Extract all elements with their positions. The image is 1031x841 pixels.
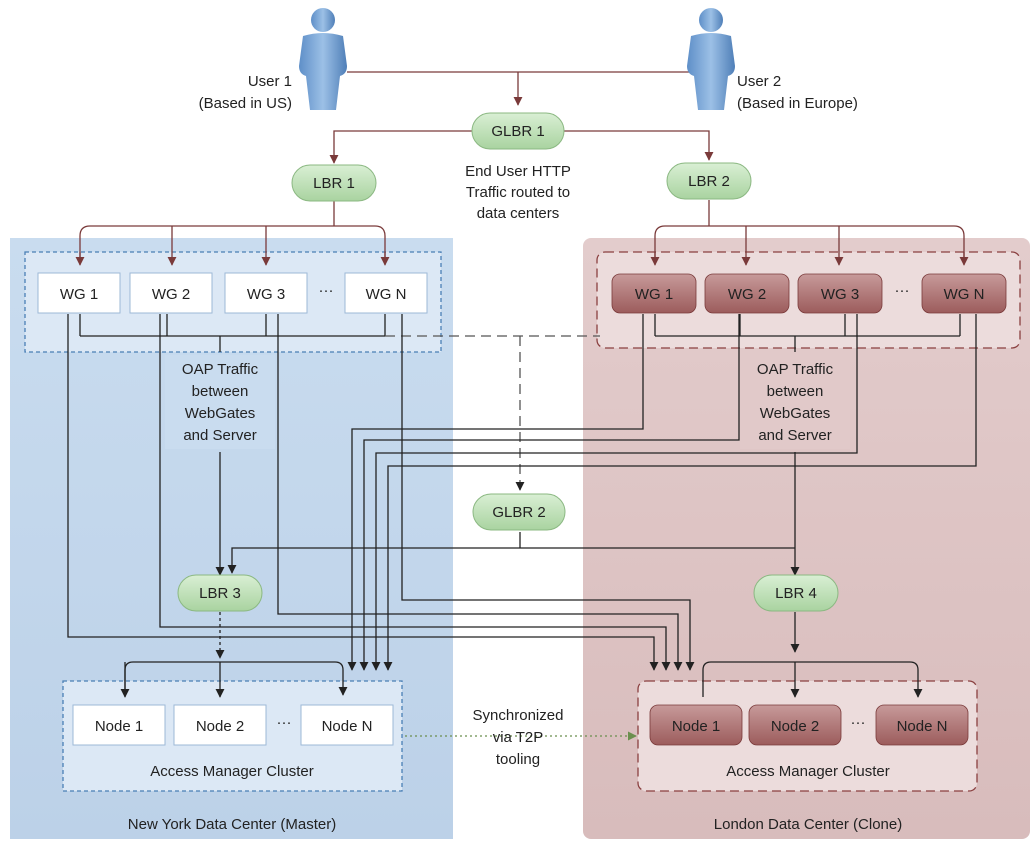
ny-node1-box: Node 1 [72, 704, 166, 746]
user1-name: User 1 [248, 73, 292, 90]
london-oap-line3: WebGates [760, 405, 831, 422]
london-node1-box: Node 1 [649, 704, 743, 746]
london-oap-line4: and Server [758, 427, 831, 444]
lbr4-node: LBR 4 [753, 574, 839, 612]
user2-name: User 2 [737, 73, 781, 90]
london-node-ellipsis: ··· [851, 714, 866, 731]
lbr2-node: LBR 2 [666, 162, 752, 200]
ny-wg3-label: WG 3 [247, 286, 285, 303]
ny-wg-ellipsis: ··· [319, 282, 334, 299]
ny-datacenter-label: New York Data Center (Master) [128, 816, 336, 833]
sync-note-line1: Synchronized [473, 707, 564, 724]
user2-location: (Based in Europe) [737, 95, 858, 112]
london-wg2-label: WG 2 [728, 286, 766, 303]
ny-node2-label: Node 2 [196, 718, 244, 735]
lbr4-label: LBR 4 [775, 585, 817, 602]
lbr1-node: LBR 1 [291, 164, 377, 202]
ny-oap-line3: WebGates [185, 405, 256, 422]
ny-wgn-to-london-cluster-line [401, 314, 695, 671]
london-datacenter-label: London Data Center (Clone) [714, 816, 902, 833]
ny-node1-label: Node 1 [95, 718, 143, 735]
london-wg3-box: WG 3 [797, 273, 883, 314]
london-wg2-box: WG 2 [704, 273, 790, 314]
sync-note-line3: tooling [496, 751, 540, 768]
glbr1-label: GLBR 1 [491, 123, 544, 140]
user1-figure-icon [299, 8, 347, 110]
ny-node2-box: Node 2 [173, 704, 267, 746]
lbr1-label: LBR 1 [313, 175, 355, 192]
london-wgn-label: WG N [944, 286, 985, 303]
london-oap-line2: between [767, 383, 824, 400]
london-noden-label: Node N [897, 718, 948, 735]
london-wg2-to-ny-cluster-line [359, 314, 740, 671]
london-node2-box: Node 2 [748, 704, 842, 746]
ny-wg1-box: WG 1 [37, 272, 121, 314]
glbr2-to-lbr3-arrow [227, 547, 520, 574]
london-wgn-box: WG N [921, 273, 1007, 314]
glbr1-to-lbr2-arrow [563, 130, 714, 161]
ny-node-ellipsis: ··· [277, 714, 292, 731]
traffic-note-line3: data centers [477, 205, 560, 222]
ny-wg2-to-london-cluster-line [159, 314, 671, 671]
ny-wgn-label: WG N [366, 286, 407, 303]
ny-wg2-box: WG 2 [129, 272, 213, 314]
sync-note-line2: via T2P [493, 729, 544, 746]
user1-location: (Based in US) [199, 95, 292, 112]
london-cluster-label: Access Manager Cluster [726, 763, 889, 780]
traffic-note-line2: Traffic routed to [466, 184, 570, 201]
london-wg3-to-ny-cluster-line [371, 314, 858, 671]
ny-wgn-box: WG N [344, 272, 428, 314]
ny-noden-box: Node N [300, 704, 394, 746]
ny-wg1-label: WG 1 [60, 286, 98, 303]
glbr1-node: GLBR 1 [471, 112, 565, 150]
london-node2-label: Node 2 [771, 718, 819, 735]
london-wg1-label: WG 1 [635, 286, 673, 303]
london-noden-box: Node N [875, 704, 969, 746]
lbr2-label: LBR 2 [688, 173, 730, 190]
glbr1-to-lbr1-arrow [329, 130, 473, 164]
london-wgn-to-ny-cluster-line [383, 314, 977, 671]
london-oap-note: OAP Traffic between WebGates and Server [740, 355, 850, 449]
london-wg1-box: WG 1 [611, 273, 697, 314]
london-node1-label: Node 1 [672, 718, 720, 735]
london-wg1-to-ny-cluster-line [347, 314, 644, 671]
london-wg3-label: WG 3 [821, 286, 859, 303]
ny-wg3-to-london-cluster-line [277, 314, 683, 671]
traffic-note-line1: End User HTTP [465, 163, 571, 180]
ny-wg2-label: WG 2 [152, 286, 190, 303]
lbr3-label: LBR 3 [199, 585, 241, 602]
ny-noden-label: Node N [322, 718, 373, 735]
user2-figure-icon [687, 8, 735, 110]
ny-oap-note: OAP Traffic between WebGates and Server [165, 355, 275, 449]
glbr2-node: GLBR 2 [472, 493, 566, 531]
london-oap-line1: OAP Traffic [757, 361, 834, 378]
ny-oap-line4: and Server [183, 427, 256, 444]
ny-wg1-to-london-cluster-line [67, 314, 659, 671]
ny-wg3-box: WG 3 [224, 272, 308, 314]
lbr3-node: LBR 3 [177, 574, 263, 612]
ny-oap-line2: between [192, 383, 249, 400]
ny-oap-line1: OAP Traffic [182, 361, 259, 378]
ny-cluster-label: Access Manager Cluster [150, 763, 313, 780]
london-wg-ellipsis: ··· [895, 282, 910, 299]
glbr2-label: GLBR 2 [492, 504, 545, 521]
